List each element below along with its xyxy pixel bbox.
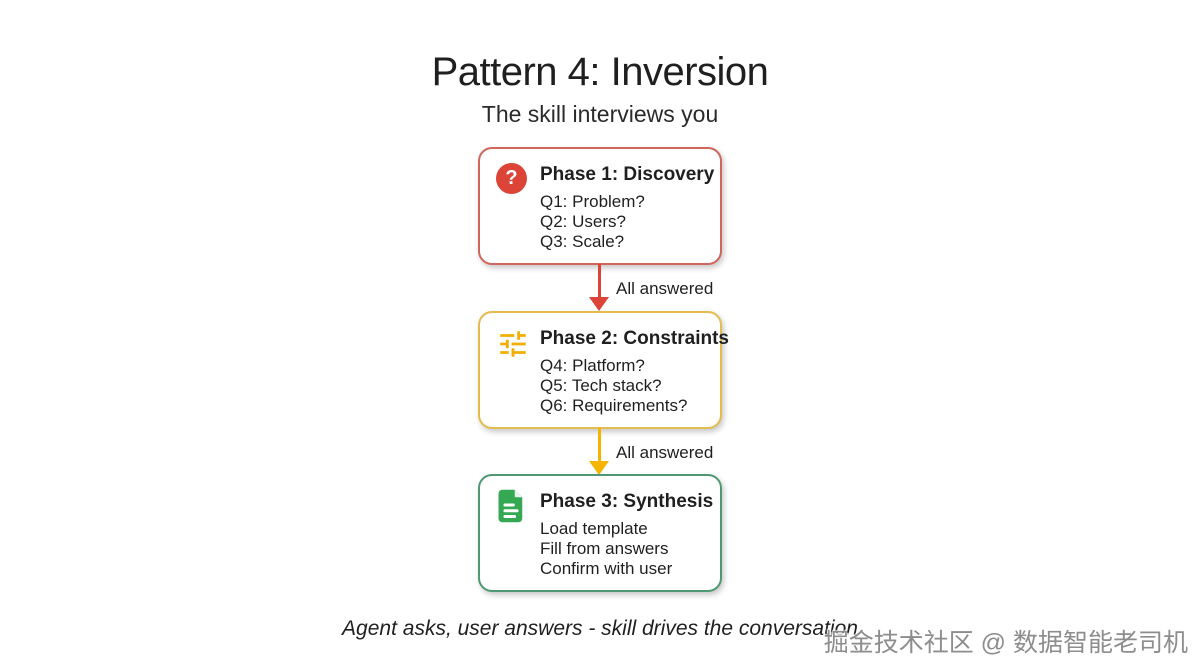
question-glyph: ? [505, 167, 518, 189]
arrow-1-label: All answered [616, 279, 714, 298]
page-subtitle: The skill interviews you [481, 101, 719, 127]
phase-3-line: Fill from answers [540, 539, 669, 558]
phase-3-lines: Load template Fill from answers Confirm … [540, 519, 672, 579]
arrow-2-head [589, 461, 609, 475]
phase-2-line: Q4: Platform? [540, 356, 645, 375]
phase-2-heading: Phase 2: Constraints [540, 328, 729, 349]
phase-1-line: Q1: Problem? [540, 192, 645, 211]
phase-3-heading: Phase 3: Synthesis [540, 491, 714, 512]
phase-2-lines: Q4: Platform? Q5: Tech stack? Q6: Requir… [540, 356, 687, 416]
footer-caption: Agent asks, user answers - skill drives … [342, 617, 858, 640]
watermark-text: 掘金技术社区 @ 数据智能老司机 [823, 629, 1188, 657]
arrow-1-head [589, 297, 609, 311]
question-circle-icon: ? [496, 161, 530, 197]
phase-2-box: Phase 2: Constraints Q4: Platform? Q5: T… [478, 311, 729, 429]
page-title: Pattern 4: Inversion [431, 50, 769, 94]
phase-3-line: Confirm with user [540, 559, 673, 578]
phase-1-box: ? Phase 1: Discovery Q1: Problem? Q2: Us… [478, 147, 722, 265]
document-icon [496, 488, 530, 524]
arrow-2-label: All answered [616, 443, 714, 462]
phase-1-line: Q2: Users? [540, 212, 626, 231]
phase-2-line: Q5: Tech stack? [540, 376, 662, 395]
arrow-2-line [598, 428, 601, 462]
phase-1-line: Q3: Scale? [540, 232, 625, 251]
phase-1-lines: Q1: Problem? Q2: Users? Q3: Scale? [540, 192, 645, 252]
arrow-1-line [598, 264, 601, 298]
phase-1-heading: Phase 1: Discovery [540, 164, 715, 185]
phase-3-line: Load template [540, 519, 648, 538]
tune-sliders-icon [496, 325, 530, 361]
phase-3-box: Phase 3: Synthesis Load template Fill fr… [478, 474, 722, 592]
phase-2-line: Q6: Requirements? [540, 396, 688, 415]
